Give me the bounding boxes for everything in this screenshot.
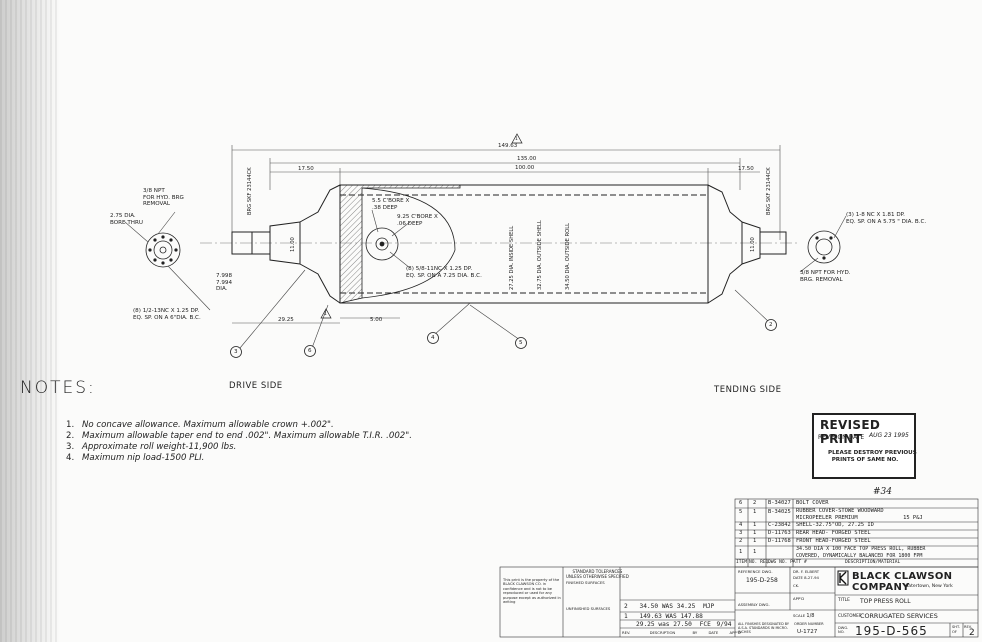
customer-name: CORRUGATED SERVICES [860,612,938,620]
dim-right-journal: 17.50 [738,166,754,172]
revision-row: 1 149.63 WAS 147.88 [624,613,703,620]
assembly-dwg-label: ASSEMBLY DWG. [738,602,770,607]
callout-bore-thru: 2.75 DIA. BORE THRU [110,213,143,226]
unfinished-surfaces: UNFINISHED SURFACES [566,606,611,611]
callout-npt-hyd: 3/8 NPT FOR HYD. BRG REMOVAL [143,188,184,207]
revised-print-stamp: REVISED PRINT REVISION DATE AUG 23 1995 … [812,413,917,479]
dim-face: 100.00 [515,165,535,171]
drawing-number: 195-D-565 [855,624,928,638]
right-end-view [807,230,841,264]
balloon-item-3: 3 [234,349,238,355]
label-bearing-left: BRG SKF 23144CK [247,167,253,215]
stamp-message: PLEASE DESTROY PREVIOUS PRINTS OF SAME N… [828,450,917,463]
dwg-no-label: DWG. NO. [838,626,849,634]
scale: SCALE 1/8 [793,613,815,619]
stamp-date-label: REVISION DATE [818,434,865,441]
dim-overall: 149.63 [498,143,518,149]
head-relief-curve [361,187,456,299]
callout-tap-12: (8) 1/2-13NC X 1.25 DP. EQ. SP. ON A 6"D… [133,308,201,321]
label-inside-shell: 27.25 DIA. INSIDE SHELL [509,225,515,290]
note-item: 2.Maximum allowable taper end to end .00… [66,431,412,441]
revision-row: 29.25 was 27.50 FCE 9/94 [636,621,732,628]
sheet-label: SHT.OF [952,625,960,634]
revision-header: REV. DESCRIPTION BY DATE APP'D [622,630,741,635]
rev-value: 2 [969,628,975,638]
dim-journal-dia-right: 11.00 [750,237,756,252]
callout-cbore-925: 9.25 C'BORE X .06 DEEP [397,214,438,227]
left-end-view [145,232,181,268]
callout-tap-1-8: (3) 1-8 NC X 1.81 DP. EQ. SP. ON A 5.75 … [846,212,927,225]
callout-cbore-55: 5.5 C'BORE X .38 DEEP [372,198,410,211]
label-outside-shell: 32.75 DIA. OUTSIDE SHELL [537,220,543,290]
approved-label: APP'D [793,596,805,601]
reference-dwg: 195-D-258 [746,577,778,584]
handwritten-number: #34 [873,487,892,497]
order-label: ORDER NUMBER [794,622,824,626]
stamp-title: REVISED PRINT [820,418,881,446]
note-item: 3.Approximate roll weight-11,900 lbs. [66,442,237,452]
company-name: BLACK CLAWSON COMPANY [852,571,953,593]
scan-edge-noise [0,0,60,642]
finishes-note: ALL FINISHES DESIGNATED BY A.S.A. STANDA… [738,622,789,634]
leader-lines [124,209,847,349]
note-item: 1.No concave allowance. Maximum allowabl… [66,420,334,430]
label-outside-roll: 34.50 DIA. OUTSIDE ROLL [565,222,571,290]
revision-triangle-shoulder: 1 [324,312,327,317]
revision-triangle-top: 1 [515,137,518,142]
title-label: TITLE [838,598,850,603]
balloon-item-4: 4 [431,335,435,341]
callout-tap-58: (8) 5/8-11NC X 1.25 DP. EQ. SP. ON A 7.2… [406,266,482,279]
rev-label: REV. [964,625,972,629]
dim-shoulder: 29.25 [278,317,294,323]
roll-body-outline [231,184,787,304]
finished-surfaces: FINISHED SURFACES [566,580,605,585]
callout-npt-right: 3/8 NPT FOR HYD. BRG. REMOVAL [800,270,851,283]
title-block-grid [499,498,979,638]
drawn-by: DR. F. ELBERT [793,569,820,574]
balloon-item-2: 2 [769,322,773,328]
bolt-circle-detail [365,227,399,261]
drive-side-label: DRIVE SIDE [229,381,283,391]
std-tolerances-title: STANDARD TOLERANCES UNLESS OTHERWISE SPE… [566,569,629,579]
stamp-date-value: AUG 23 1995 [869,432,909,439]
dim-offset: 5.00 [370,317,383,323]
label-bearing-right: BRG SKF 23144CK [766,167,772,215]
notes-list: 1.No concave allowance. Maximum allowabl… [66,420,412,464]
dim-body: 135.00 [517,156,537,162]
tending-side-label: TENDING SIDE [714,385,782,395]
reference-dwg-label: REFERENCE DWG. [738,569,773,574]
drawn-date: DATE 8-27-94 [793,575,819,580]
dim-journal-dia: 11.00 [290,237,296,252]
revision-row: 2 34.50 WAS 34.25 MJP [624,603,715,610]
company-logo-mark [837,570,849,586]
dimension-lines [231,145,781,324]
notes-title: NOTES: [20,378,96,398]
balloon-item-5: 5 [519,340,523,346]
dim-left-journal: 17.50 [298,166,314,172]
drawing-title: TOP PRESS ROLL [860,598,911,605]
checked-label: CK. [793,583,800,588]
customer-label: CUSTOMER [838,613,862,618]
property-note: This print is the property of the BLACK … [503,578,561,605]
company-location: Watertown, New York [904,584,953,589]
balloon-item-6: 6 [308,348,312,354]
note-item: 4.Maximum nip load-1500 PLI. [66,453,205,463]
revision-triangles [320,133,523,319]
item-balloons [230,319,777,358]
dim-neck-dia: 7.998 7.994 DIA. [216,273,233,292]
order-number: U-1727 [797,629,818,635]
